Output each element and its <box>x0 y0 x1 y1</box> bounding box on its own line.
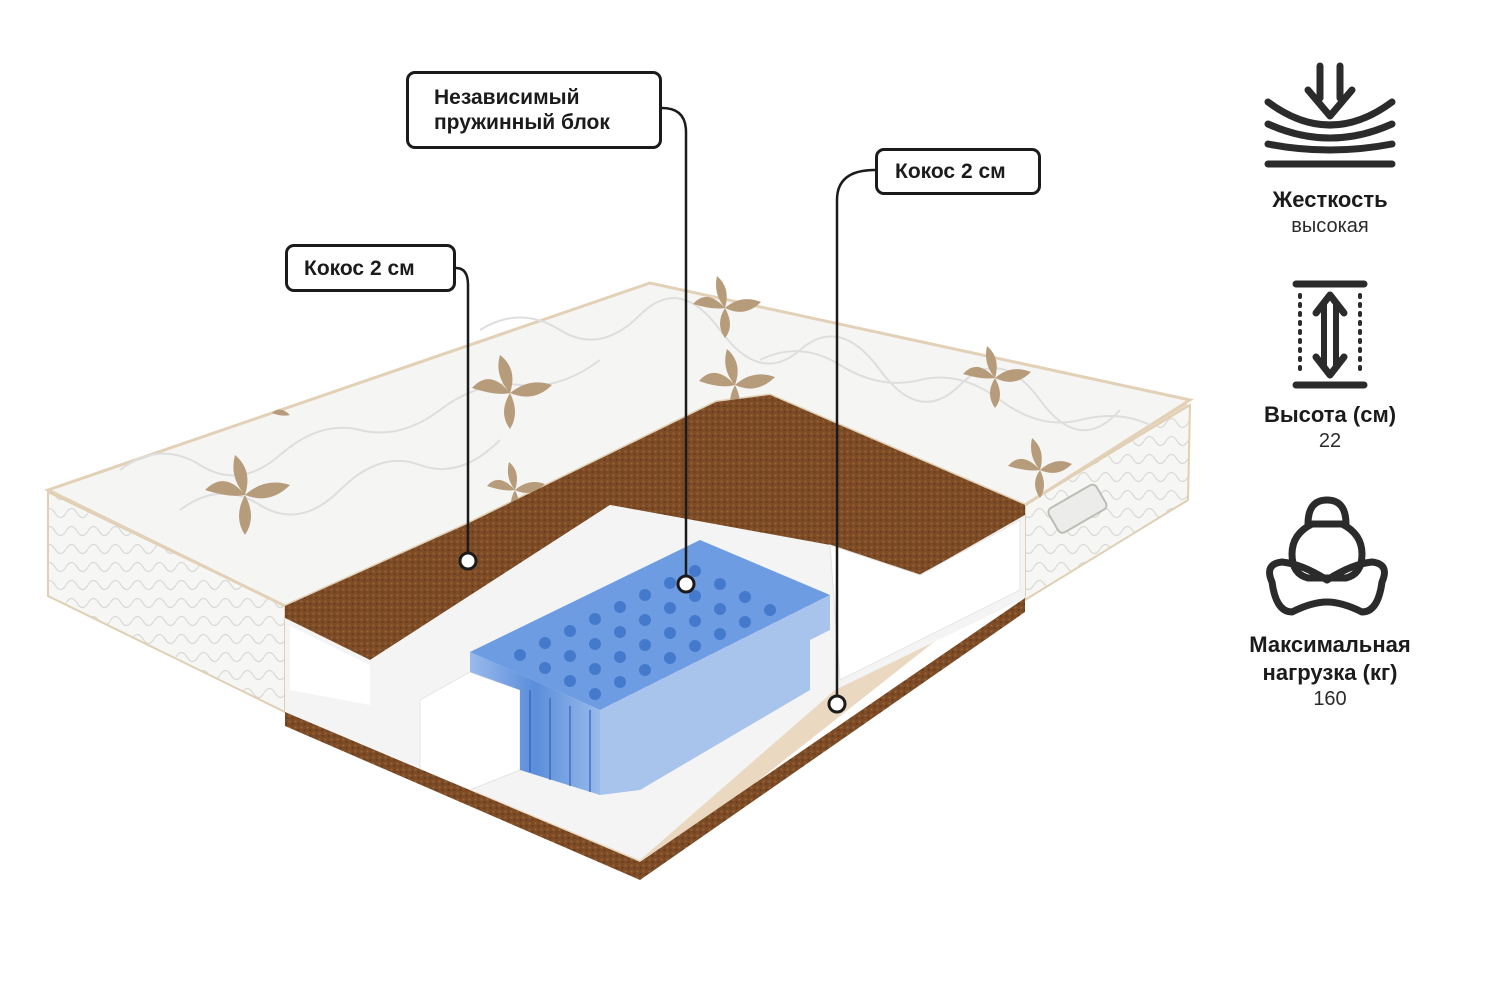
leader-dots <box>458 551 847 714</box>
feature-max-load-title-line-2: нагрузка (кг) <box>1262 660 1398 685</box>
callout-spring-block-line-2: пружинный блок <box>434 111 610 134</box>
mattress-top-quilt <box>44 276 1194 608</box>
feature-max-load: Максимальная нагрузка (кг) 160 <box>1210 631 1450 711</box>
callout-coconut-top: Кокос 2 см <box>875 148 1041 195</box>
kettlebell-icon <box>1262 494 1392 625</box>
callout-spring-block: Независимый пружинный блок <box>406 71 662 149</box>
feature-stiffness-value: высокая <box>1291 215 1369 237</box>
compression-icon <box>1262 60 1398 177</box>
feature-height-title: Высота (см) <box>1263 402 1397 427</box>
feature-stiffness-title: Жесткость <box>1272 187 1388 212</box>
feature-max-load-value: 160 <box>1313 688 1347 710</box>
feature-height-value: 22 <box>1318 430 1342 452</box>
coconut-top-layer <box>285 395 1025 660</box>
feature-height: Высота (см) 22 <box>1210 401 1450 453</box>
feature-max-load-title-line-1: Максимальная <box>1249 632 1411 657</box>
callout-coconut-left: Кокос 2 см <box>285 244 456 292</box>
spring-block <box>470 540 830 795</box>
leader-lines <box>455 106 876 702</box>
height-arrow-icon <box>1290 279 1370 396</box>
callout-spring-block-line-1: Независимый <box>434 86 580 109</box>
handle-icon <box>1047 483 1108 534</box>
feature-stiffness: Жесткость высокая <box>1210 186 1450 238</box>
